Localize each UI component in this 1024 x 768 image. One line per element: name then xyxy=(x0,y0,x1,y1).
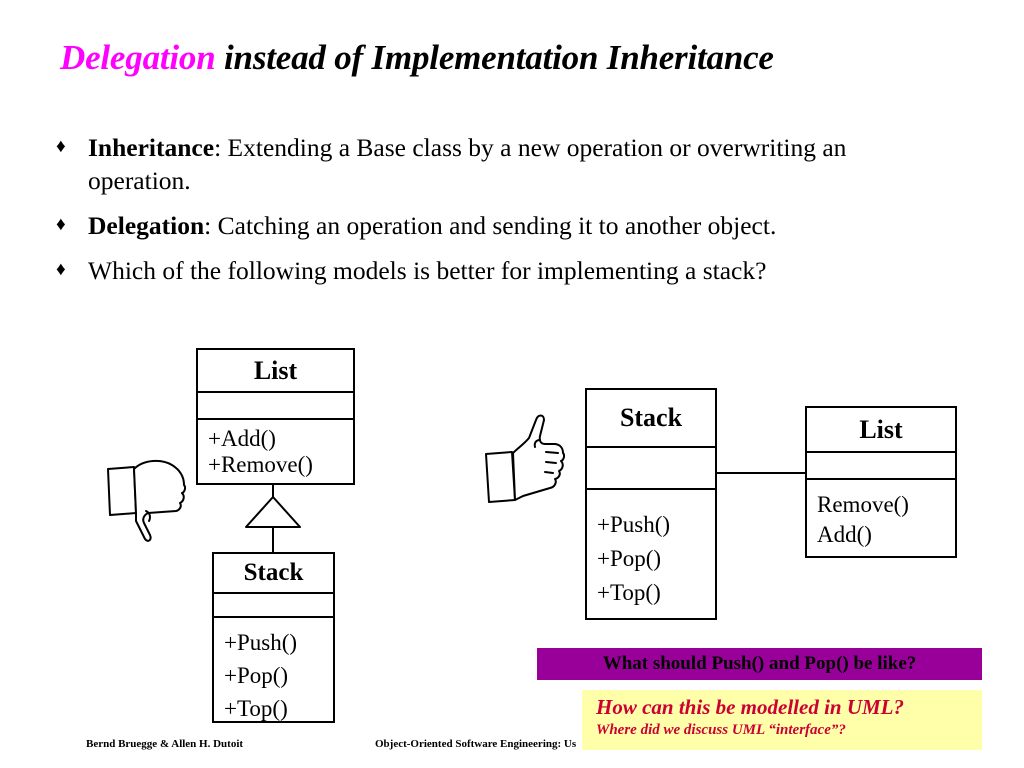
uml-operation: +Push() xyxy=(597,512,671,537)
uml-class-name: List xyxy=(198,350,353,393)
list-item-lead: Inheritance xyxy=(88,133,215,162)
list-item-lead: Delegation xyxy=(88,211,205,240)
thumbs-up-icon xyxy=(485,414,566,503)
uml-attributes-compartment xyxy=(214,594,333,618)
footer-course-title: Object-Oriented Software Engineering: Us xyxy=(375,738,577,750)
thumbs-down-icon xyxy=(107,459,187,542)
footer-authors: Bernd Bruegge & Allen H. Dutoit xyxy=(86,738,244,750)
uml-operation: +Pop() xyxy=(597,546,662,571)
uml-operation: +Top() xyxy=(597,580,661,605)
callout-text-primary: How can this be modelled in UML? xyxy=(596,695,905,719)
list-item-text: : Extending a Base class by a new operat… xyxy=(88,133,847,195)
uml-operation: +Remove() xyxy=(208,452,313,477)
uml-operation: Add() xyxy=(817,522,872,547)
list-item: ♦ Delegation: Catching an operation and … xyxy=(52,209,942,242)
uml-attributes-compartment xyxy=(198,393,353,420)
callout-question-yellow: How can this be modelled in UML? Where d… xyxy=(582,690,982,750)
title-rest: instead of Implementation Inheritance xyxy=(215,38,774,77)
list-item-text: : Catching an operation and sending it t… xyxy=(204,211,777,240)
callout-question-purple: What should Push() and Pop() be like? xyxy=(537,648,982,680)
list-item: ♦ Which of the following models is bette… xyxy=(52,254,942,287)
callout-text: What should Push() and Pop() be like? xyxy=(602,653,917,674)
uml-attributes-compartment xyxy=(807,453,955,480)
uml-class-stack-subclass: Stack +Push() +Pop() +Top() xyxy=(212,552,335,723)
uml-class-stack-client: Stack +Push() +Pop() +Top() xyxy=(585,388,717,620)
uml-class-list-supplier: List Remove() Add() xyxy=(805,406,957,558)
title-accent-word: Delegation xyxy=(60,38,216,77)
uml-operations-compartment: +Push() +Pop() +Top() xyxy=(214,618,333,725)
callout-text-secondary: Where did we discuss UML “interface”? xyxy=(596,722,846,738)
diamond-bullet-icon: ♦ xyxy=(56,259,66,280)
uml-operations-compartment: +Push() +Pop() +Top() xyxy=(587,490,715,610)
list-item-text: Which of the following models is better … xyxy=(88,256,767,285)
uml-class-list-superclass: List +Add() +Remove() xyxy=(196,348,355,485)
uml-association-connector xyxy=(715,472,807,474)
uml-attributes-compartment xyxy=(587,448,715,490)
list-item: ♦ Inheritance: Extending a Base class by… xyxy=(52,131,942,197)
uml-operation: +Pop() xyxy=(224,663,289,688)
uml-operation: Remove() xyxy=(817,492,909,517)
bullet-list: ♦ Inheritance: Extending a Base class by… xyxy=(52,131,942,299)
uml-operation: +Add() xyxy=(208,426,276,451)
uml-operations-compartment: Remove() Add() xyxy=(807,480,955,550)
uml-operation: +Top() xyxy=(224,696,288,721)
diamond-bullet-icon: ♦ xyxy=(56,214,66,235)
uml-class-name: Stack xyxy=(587,390,715,448)
page-title: Delegation instead of Implementation Inh… xyxy=(60,38,970,78)
uml-operation: +Push() xyxy=(224,630,298,655)
uml-generalization-connector xyxy=(245,483,301,555)
uml-class-name: Stack xyxy=(214,554,333,594)
uml-class-name: List xyxy=(807,408,955,453)
diamond-bullet-icon: ♦ xyxy=(56,136,66,157)
uml-operations-compartment: +Add() +Remove() xyxy=(198,420,353,478)
